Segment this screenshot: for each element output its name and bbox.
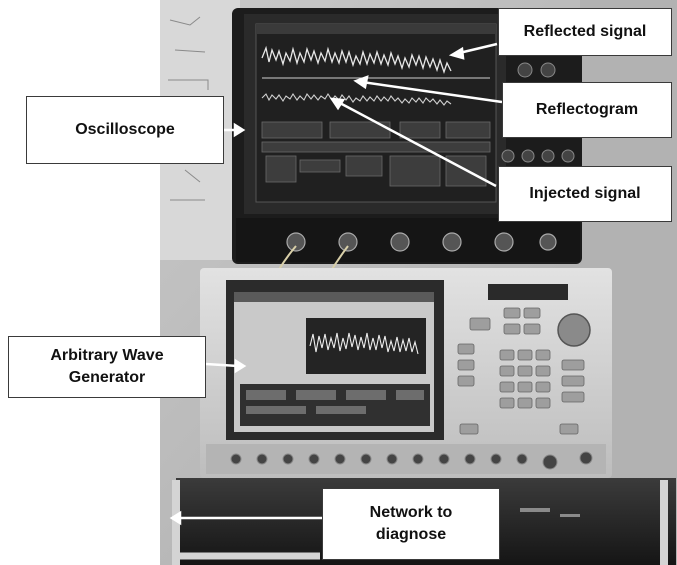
reflected-trace [261,45,452,75]
cart-debris [520,508,580,517]
injected-trace [261,92,452,106]
oscilloscope-bnc-connectors [286,232,557,252]
annotation-arrows [169,42,503,526]
generator-connectors [230,451,593,470]
generator-buttons [457,307,585,435]
cart-rail [172,480,668,565]
generator-lower-fields [246,390,424,414]
screen-panels [261,121,491,187]
network-to-diagnose-label: Network to diagnose [322,488,500,560]
generator-waveform-area [306,318,426,374]
injected-signal-label: Injected signal [498,166,672,222]
generator-waveform [309,332,419,355]
oscilloscope-label: Oscilloscope [26,96,224,164]
arbitrary-wave-generator-label: Arbitrary Wave Generator [8,336,206,398]
generator-display-small [488,284,568,300]
screen-menu-bar [256,24,496,34]
reflectogram-label: Reflectogram [502,82,672,138]
generator-knob [557,313,591,347]
reflected-signal-label: Reflected signal [498,8,672,56]
generator-connector-strip [206,444,606,474]
generator-screen-title [234,292,434,302]
